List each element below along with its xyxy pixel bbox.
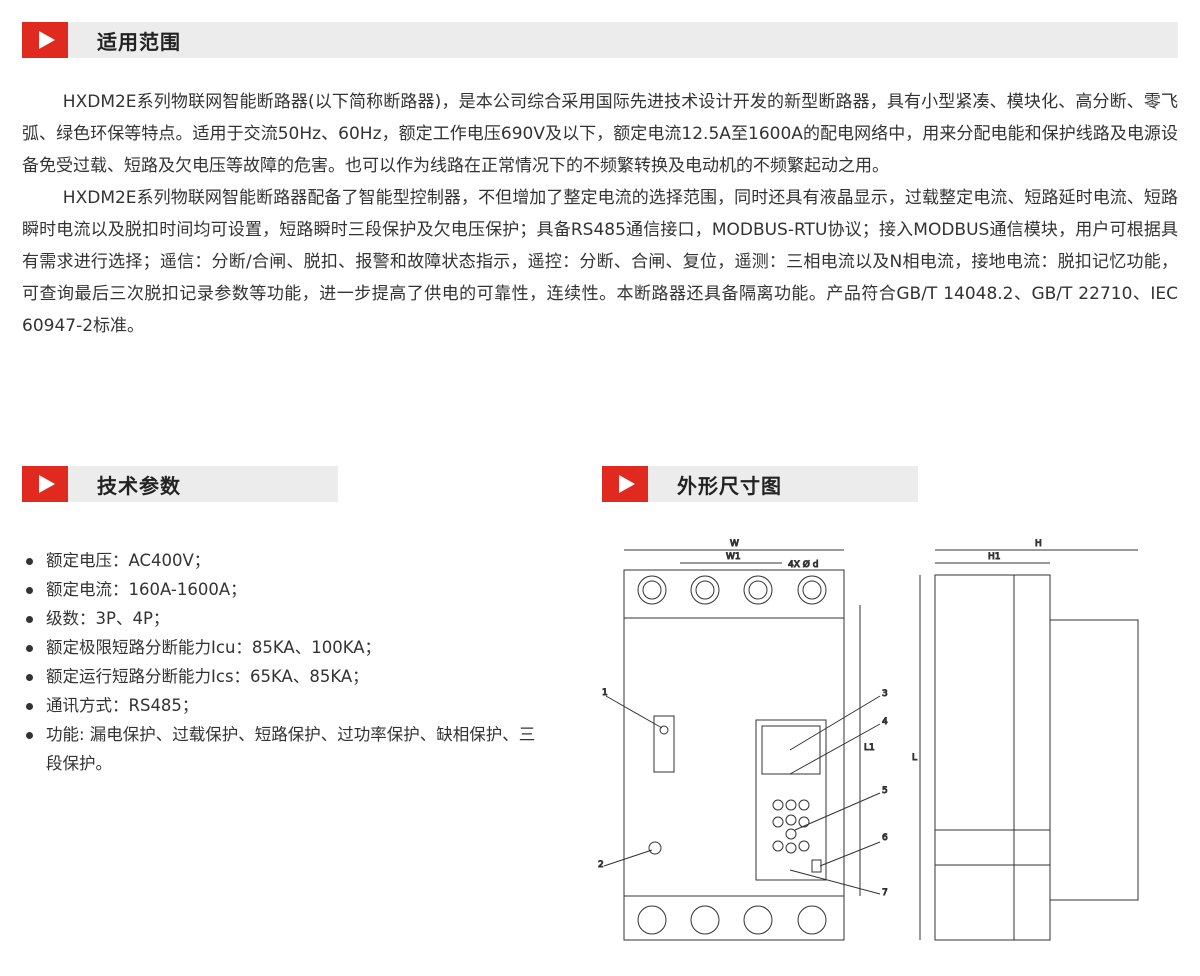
play-icon xyxy=(22,22,68,58)
svg-text:5: 5 xyxy=(882,786,888,796)
section-title: 外形尺寸图 xyxy=(677,473,782,498)
svg-text:7: 7 xyxy=(882,888,888,898)
label-w1: W1 xyxy=(726,552,741,562)
front-view: W W1 4X Ø d L1 1 2 3 4 5 6 7 xyxy=(598,539,889,941)
svg-text:2: 2 xyxy=(598,860,604,870)
section-header-params: 技术参数 xyxy=(22,466,338,502)
list-item: 额定极限短路分断能力Icu：85KA、100KA； xyxy=(22,633,542,662)
label-h1: H1 xyxy=(988,552,1001,562)
svg-text:1: 1 xyxy=(602,688,608,698)
params-list: 额定电压：AC400V； 额定电流：160A-1600A； 级数：3P、4P； … xyxy=(22,546,542,778)
paragraph: HXDM2E系列物联网智能断路器(以下简称断路器)，是本公司综合采用国际先进技术… xyxy=(22,92,1178,176)
section-title: 适用范围 xyxy=(97,29,181,54)
play-icon xyxy=(602,466,648,502)
label-w: W xyxy=(730,539,739,549)
section-title: 技术参数 xyxy=(97,473,181,498)
list-item: 额定运行短路分断能力Ics：65KA、85KA； xyxy=(22,662,542,691)
list-item: 功能: 漏电保护、过载保护、短路保护、过功率保护、缺相保护、三段保护。 xyxy=(22,720,542,778)
dimension-drawing: W W1 4X Ø d L1 1 2 3 4 5 6 7 H H1 L xyxy=(598,539,1139,941)
paragraph: HXDM2E系列物联网智能断路器配备了智能型控制器，不但增加了整定电流的选择范围… xyxy=(22,188,1178,336)
svg-text:6: 6 xyxy=(882,833,888,843)
svg-text:3: 3 xyxy=(882,689,888,699)
list-item: 级数：3P、4P； xyxy=(22,604,542,633)
label-h: H xyxy=(1035,539,1042,549)
scope-description: HXDM2E系列物联网智能断路器(以下简称断路器)，是本公司综合采用国际先进技术… xyxy=(22,86,1178,342)
list-item: 通讯方式：RS485； xyxy=(22,691,542,720)
side-view: H H1 L xyxy=(912,539,1139,941)
play-icon xyxy=(22,466,68,502)
list-item: 额定电流：160A-1600A； xyxy=(22,575,542,604)
svg-text:4: 4 xyxy=(882,717,888,727)
label-l: L xyxy=(912,753,917,763)
label-l1: L1 xyxy=(864,743,875,753)
section-header-scope: 适用范围 xyxy=(22,22,1178,58)
section-header-dims: 外形尺寸图 xyxy=(602,466,918,502)
label-hole: 4X Ø d xyxy=(788,559,818,570)
list-item: 额定电压：AC400V； xyxy=(22,546,542,575)
